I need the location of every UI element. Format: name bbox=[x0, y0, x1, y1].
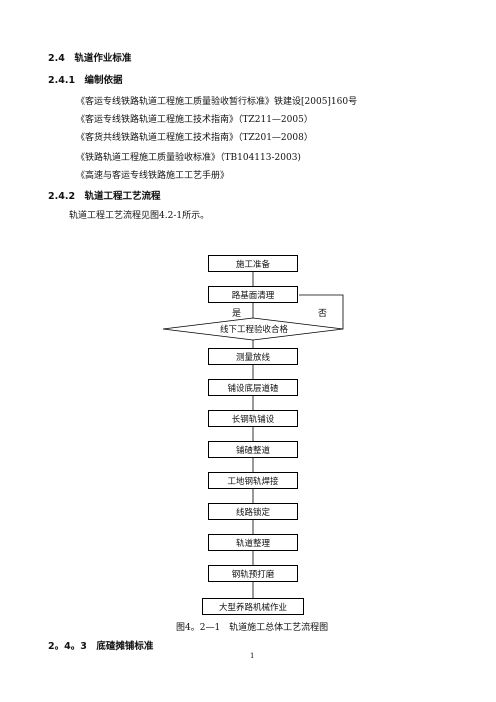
heading-2-4-1: 2.4.1 编制依据 bbox=[48, 75, 123, 86]
decision-yes-label: 是 bbox=[232, 309, 242, 319]
figure-caption: 图4。2—1 轨道施工总体工艺流程图 bbox=[176, 623, 329, 633]
step-track-finishing: 轨道整理 bbox=[208, 534, 298, 551]
decision-acceptance: 线下工程验收合格 bbox=[220, 325, 289, 335]
step-construction-prep: 施工准备 bbox=[208, 255, 298, 272]
heading-2-4: 2.4 轨道作业标准 bbox=[48, 53, 132, 64]
step-subgrade-cleaning: 路基面清理 bbox=[208, 286, 298, 303]
intro-text: 轨道工程工艺流程见图4.2-1所示。 bbox=[69, 211, 210, 221]
decision-no-label: 否 bbox=[318, 309, 328, 319]
step-long-rail-laying: 长钢轨铺设 bbox=[208, 410, 298, 427]
reference-5: 《高速与客运专线铁路施工工艺手册》 bbox=[76, 171, 230, 181]
heading-2-4-3: 2。4。3 底碴摊铺标准 bbox=[48, 641, 154, 652]
step-ballast-track-alignment: 铺碴整道 bbox=[208, 441, 298, 458]
step-site-rail-welding: 工地钢轨焊接 bbox=[208, 472, 298, 489]
step-line-locking: 线路锁定 bbox=[208, 503, 298, 520]
reference-3: 《客货共线铁路轨道工程施工技术指南》（TZ201—2008） bbox=[76, 133, 313, 143]
reference-1: 《客运专线铁路轨道工程施工质量验收暂行标准》铁建设[2005]160号 bbox=[76, 97, 358, 107]
reference-4: 《铁路轨道工程施工质量验收标准》（TB104113-2003) bbox=[76, 153, 301, 163]
step-bottom-ballast: 铺设底层道碴 bbox=[208, 379, 298, 396]
reference-2: 《客运专线铁路轨道工程施工技术指南》（TZ211—2005） bbox=[76, 115, 313, 125]
step-large-maintenance-machinery: 大型养路机械作业 bbox=[202, 598, 304, 615]
page-number: 1 bbox=[250, 652, 255, 660]
step-rail-pre-grinding: 钢轨预打磨 bbox=[208, 565, 298, 582]
step-survey-layout: 测量放线 bbox=[208, 348, 298, 365]
heading-2-4-2: 2.4.2 轨道工程工艺流程 bbox=[48, 191, 161, 202]
